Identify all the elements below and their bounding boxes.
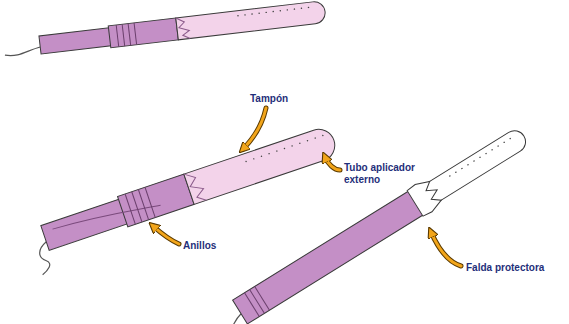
part-label: Tampón	[250, 93, 288, 105]
tampon-bottom	[213, 122, 532, 324]
tampon-top	[3, 1, 326, 61]
part-label: Falda protectora	[466, 262, 544, 274]
tampon-middle	[27, 125, 345, 275]
part-label: Anillos	[183, 240, 216, 252]
callout-arrows	[153, 108, 461, 266]
part-label: Tubo aplicador externo	[344, 162, 444, 185]
